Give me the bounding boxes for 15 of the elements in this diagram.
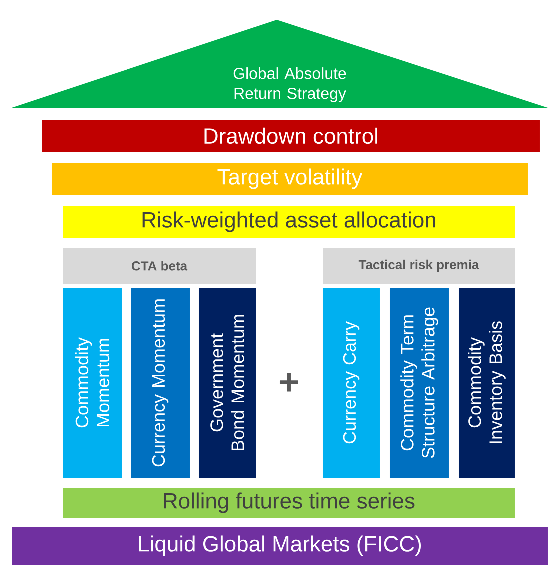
layer-band: Liquid Global Markets (FICC) xyxy=(12,527,548,565)
layer-band: Target volatility xyxy=(52,163,528,195)
strategy-pillar: Commodity Momentum xyxy=(63,288,122,478)
group-header: Tactical risk premia xyxy=(323,248,515,284)
strategy-pillar: Government Bond Momentum xyxy=(199,288,256,478)
group-header: CTA beta xyxy=(63,248,256,284)
strategy-pillar: Commodity Inventory Basis xyxy=(459,288,515,478)
layer-band: Rolling futures time series xyxy=(63,488,515,518)
layer-band: Drawdown control xyxy=(42,120,540,152)
strategy-pillar: Currency Momentum xyxy=(131,288,190,478)
layer-band: Risk-weighted asset allocation xyxy=(63,206,515,238)
plus-sign: + xyxy=(280,373,298,392)
roof-triangle: Global Absolute Return Strategy xyxy=(12,20,548,108)
strategy-pillar: Currency Carry xyxy=(323,288,380,478)
strategy-pillar: Commodity Term Structure Arbitrage xyxy=(390,288,449,478)
